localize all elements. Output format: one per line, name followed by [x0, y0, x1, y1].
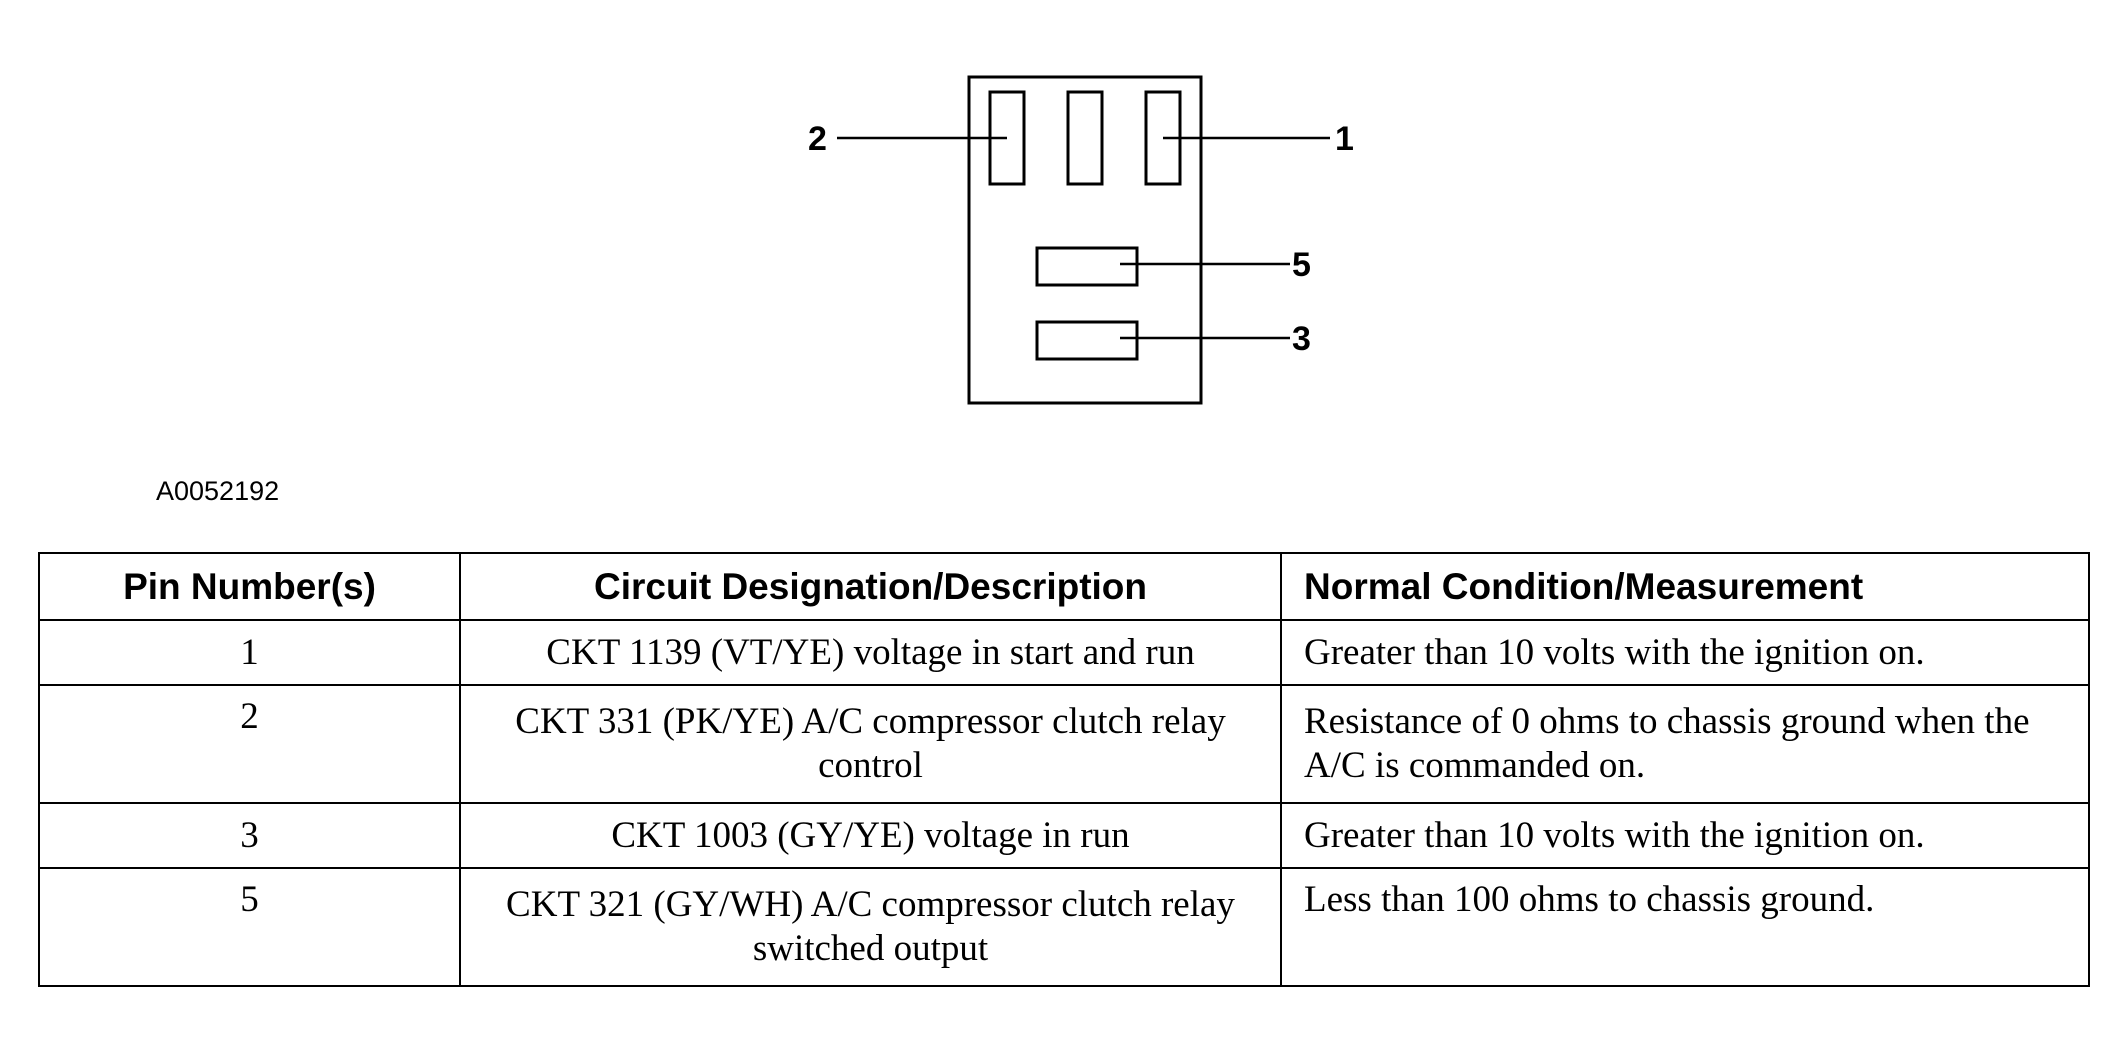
connector-body	[967, 75, 1203, 405]
terminal-pin-3	[1035, 320, 1139, 361]
condition-cell: Greater than 10 volts with the ignition …	[1280, 619, 2090, 686]
pin-label-1: 1	[1335, 120, 1354, 158]
table-row: 5 CKT 321 (GY/WH) A/C compressor clutch …	[38, 867, 2090, 987]
pin-cell: 1	[38, 619, 461, 686]
header-normal-condition: Normal Condition/Measurement	[1280, 552, 2090, 621]
pin-cell: 3	[38, 802, 461, 869]
condition-cell: Resistance of 0 ohms to chassis ground w…	[1280, 684, 2090, 804]
table-row: 3 CKT 1003 (GY/YE) voltage in run Greate…	[38, 802, 2090, 869]
pin-label-2: 2	[808, 120, 827, 158]
circuit-cell: CKT 1139 (VT/YE) voltage in start and ru…	[459, 619, 1282, 686]
figure-id: A0052192	[156, 476, 280, 506]
table-header-row: Pin Number(s) Circuit Designation/Descri…	[38, 552, 2090, 621]
terminal-pin-5	[1035, 246, 1139, 287]
circuit-cell: CKT 1003 (GY/YE) voltage in run	[459, 802, 1282, 869]
circuit-cell: CKT 331 (PK/YE) A/C compressor clutch re…	[459, 684, 1282, 804]
header-circuit-designation: Circuit Designation/Description	[459, 552, 1282, 621]
terminal-center	[1066, 90, 1104, 186]
pin-table: Pin Number(s) Circuit Designation/Descri…	[38, 552, 2090, 987]
condition-cell: Greater than 10 volts with the ignition …	[1280, 802, 2090, 869]
pin-label-3: 3	[1292, 320, 1311, 358]
pin-cell: 2	[38, 684, 461, 804]
table-row: 2 CKT 331 (PK/YE) A/C compressor clutch …	[38, 684, 2090, 804]
connector-diagram: 2 1 5 3	[808, 75, 1354, 405]
pin-label-5: 5	[1292, 246, 1311, 284]
table-row: 1 CKT 1139 (VT/YE) voltage in start and …	[38, 619, 2090, 686]
condition-cell: Less than 100 ohms to chassis ground.	[1280, 867, 2090, 987]
header-pin-number: Pin Number(s)	[38, 552, 461, 621]
pin-cell: 5	[38, 867, 461, 987]
circuit-cell: CKT 321 (GY/WH) A/C compressor clutch re…	[459, 867, 1282, 987]
